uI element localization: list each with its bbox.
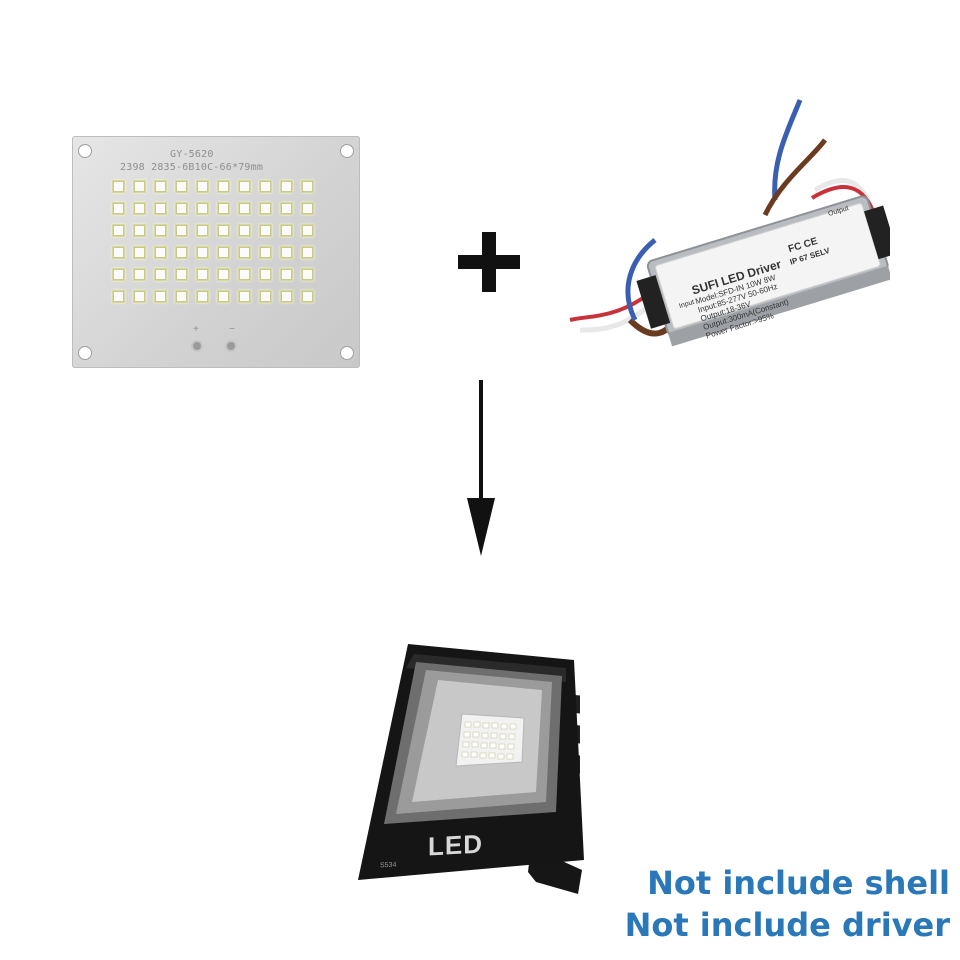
led-chip bbox=[280, 202, 293, 215]
led-chip bbox=[133, 290, 146, 303]
led-chip bbox=[301, 202, 314, 215]
led-chip bbox=[112, 202, 125, 215]
led-chip bbox=[175, 224, 188, 237]
led-chip bbox=[238, 224, 251, 237]
led-chip bbox=[133, 180, 146, 193]
led-chip bbox=[238, 246, 251, 259]
led-chip bbox=[238, 180, 251, 193]
led-chip bbox=[112, 224, 125, 237]
led-chip bbox=[238, 202, 251, 215]
led-chip bbox=[301, 246, 314, 259]
led-chip bbox=[175, 246, 188, 259]
led-chip bbox=[112, 180, 125, 193]
led-chip bbox=[259, 202, 272, 215]
led-chip bbox=[154, 246, 167, 259]
led-chip bbox=[259, 180, 272, 193]
pcb-positive-pad bbox=[193, 342, 201, 350]
led-chip bbox=[175, 202, 188, 215]
caption-line-shell: Not include shell bbox=[647, 864, 950, 902]
led-chip bbox=[196, 290, 209, 303]
led-chip bbox=[154, 202, 167, 215]
led-chip bbox=[259, 268, 272, 281]
wire-blue-input bbox=[772, 99, 803, 201]
pcb-negative-pad bbox=[227, 342, 235, 350]
plus-sign bbox=[458, 232, 520, 292]
led-chip bbox=[280, 268, 293, 281]
led-chip bbox=[280, 224, 293, 237]
led-chip bbox=[133, 224, 146, 237]
pcb-minus-mark: − bbox=[229, 324, 235, 335]
led-chip bbox=[238, 290, 251, 303]
led-chip bbox=[217, 290, 230, 303]
led-driver: SUFI LED Driver IP 67 SELV Model:SFD-IN … bbox=[560, 90, 898, 380]
led-chip bbox=[280, 180, 293, 193]
led-chip bbox=[175, 180, 188, 193]
led-chip-grid bbox=[112, 180, 314, 303]
led-chip bbox=[133, 268, 146, 281]
led-chip bbox=[196, 202, 209, 215]
wire-brown-input bbox=[762, 138, 827, 217]
led-driver-illustration bbox=[569, 99, 898, 347]
led-chip bbox=[301, 224, 314, 237]
pcb-plus-mark: + bbox=[193, 324, 199, 335]
led-chip bbox=[175, 290, 188, 303]
led-chip bbox=[259, 246, 272, 259]
led-chip bbox=[217, 268, 230, 281]
led-chip bbox=[217, 180, 230, 193]
led-chip bbox=[154, 290, 167, 303]
down-arrow-icon bbox=[467, 380, 495, 556]
led-chip bbox=[112, 246, 125, 259]
wire-blue-left bbox=[625, 238, 657, 322]
flood-light-illustration bbox=[358, 644, 584, 894]
mount-hole-bottom-left bbox=[78, 346, 92, 360]
led-chip bbox=[154, 180, 167, 193]
led-flood-light: LED S534 bbox=[356, 642, 592, 902]
led-chip bbox=[154, 268, 167, 281]
pcb-silk-model: GY-5620 bbox=[170, 149, 214, 160]
caption-line-driver: Not include driver bbox=[624, 906, 950, 944]
led-chip bbox=[217, 246, 230, 259]
led-chip bbox=[217, 224, 230, 237]
led-chip bbox=[280, 246, 293, 259]
led-chip bbox=[259, 224, 272, 237]
led-chip bbox=[196, 246, 209, 259]
mount-hole-bottom-right bbox=[340, 346, 354, 360]
led-chip bbox=[196, 268, 209, 281]
led-chip bbox=[301, 268, 314, 281]
led-chip bbox=[133, 202, 146, 215]
led-chip bbox=[238, 268, 251, 281]
pcb-silk-spec: 2398 2835-6B10C-66*79mm bbox=[120, 162, 264, 173]
led-chip bbox=[154, 224, 167, 237]
led-chip bbox=[196, 180, 209, 193]
led-chip bbox=[112, 290, 125, 303]
flood-model-text: S534 bbox=[380, 861, 397, 870]
led-chip bbox=[259, 290, 272, 303]
led-chip bbox=[301, 180, 314, 193]
flood-led-text: LED bbox=[428, 828, 483, 862]
caption: Not include shell Not include driver bbox=[625, 862, 950, 946]
led-chip bbox=[301, 290, 314, 303]
led-chip bbox=[280, 290, 293, 303]
led-chip bbox=[217, 202, 230, 215]
mount-hole-top-right bbox=[340, 144, 354, 158]
led-chip bbox=[112, 268, 125, 281]
led-chip bbox=[133, 246, 146, 259]
led-pcb-board: GY-5620 2398 2835-6B10C-66*79mm + − bbox=[72, 136, 360, 368]
led-chip bbox=[175, 268, 188, 281]
led-chip bbox=[196, 224, 209, 237]
mount-hole-top-left bbox=[78, 144, 92, 158]
